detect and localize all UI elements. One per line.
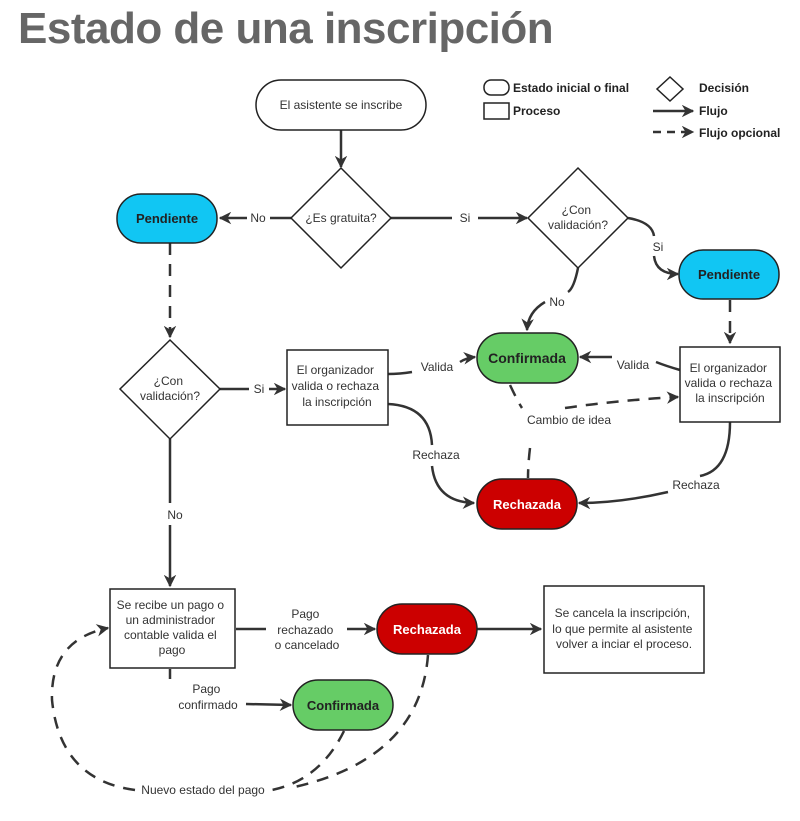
node-validation-top-decision: ¿Con validación? [526,166,630,270]
edge-valida-right-line [655,360,681,372]
node-confirmed-bottom-label: Confirmada [307,698,380,713]
legend-decision-label: Decisión [699,81,749,95]
edge-rechaza-left-b [430,465,476,509]
node-start-label: El asistente se inscribe [280,98,403,112]
node-is-free-label: ¿Es gratuita? [305,211,377,225]
node-organizer-right: El organizador valida o rechaza la inscr… [679,346,781,423]
legend-process-shape [483,102,510,120]
node-start: El asistente se inscribe [255,79,427,131]
label-valida-right: Valida [617,358,650,372]
node-pending-right-label: Pendiente [698,267,760,282]
legend: Estado inicial o final Proceso Decisión … [483,75,780,140]
label-no-free: No [250,211,266,225]
node-organizer-left-label: El organizador valida o rechaza la inscr… [292,363,383,409]
edge-nuevo-estado-from-rechazada [289,654,430,790]
legend-terminal-shape [483,79,510,96]
node-validation-top-label: ¿Con validación? [548,203,608,232]
node-is-free-decision: ¿Es gratuita? [289,166,393,270]
label-yes-free: Si [460,211,471,225]
legend-decision-shape [655,75,685,103]
label-rechaza-right: Rechaza [672,478,720,492]
edge-pago-confirmado-arrow [245,698,293,711]
node-cancel-label: Se cancela la inscripción, lo que permit… [552,606,695,651]
label-yes-validation-left: Si [254,382,265,396]
node-organizer-left: El organizador valida o rechaza la inscr… [286,349,389,426]
node-pending-left-label: Pendiente [136,211,198,226]
edge-yes-validation-top-a [627,216,656,237]
edge-valida-left-a [387,370,413,376]
node-confirmed-top: Confirmada [476,332,579,384]
edges [50,130,737,792]
node-pending-right: Pendiente [678,249,780,300]
edge-cambio-idea-c [564,391,680,410]
label-cambio-idea: Cambio de idea [527,413,611,427]
legend-optional-flow-label: Flujo opcional [699,126,780,140]
edge-nuevo-estado-to-payment [50,624,136,792]
page-title: Estado de una inscripción [18,4,554,53]
edge-yes-validation-top-b [652,255,680,281]
node-payment-label: Se recibe un pago o un administrador con… [117,598,228,657]
label-pago-confirmado: Pago confirmado [178,682,238,712]
edge-cambio-idea-b [526,447,532,479]
node-rejected-bottom-label: Rechazada [393,622,462,637]
legend-flow-label: Flujo [699,104,728,118]
edge-rechaza-left-a [387,402,434,446]
label-no-validation-top: No [549,295,565,309]
edge-rechaza-right-a [699,421,732,478]
node-confirmed-top-label: Confirmada [488,350,566,366]
label-no-validation-left: No [167,508,183,522]
label-valida-left: Valida [421,360,454,374]
label-nuevo-estado: Nuevo estado del pago [141,783,265,797]
label-pago-rechazado: Pago rechazado o cancelado [275,607,340,652]
node-validation-left-decision: ¿Con validación? [118,338,222,441]
legend-terminal-label: Estado inicial o final [513,81,629,95]
legend-process-label: Proceso [513,104,560,118]
edge-valida-left-b [459,352,477,365]
edge-nuevo-estado-from-confirmada [271,730,346,792]
node-organizer-right-label: El organizador valida o rechaza la inscr… [685,361,776,405]
label-yes-validation-top: Si [653,240,664,254]
node-rejected-mid-label: Rechazada [493,497,562,512]
edge-labels: No Si Si No Si No Valida Valida Rechaza … [141,211,720,797]
node-cancel: Se cancela la inscripción, lo que permit… [543,585,705,674]
edge-cambio-idea-a [508,384,524,409]
node-rejected-mid: Rechazada [476,478,578,530]
edge-no-validation-top-a [567,267,580,294]
node-payment: Se recibe un pago o un administrador con… [109,588,236,669]
edge-no-validation-top-b [521,300,546,332]
node-confirmed-bottom: Confirmada [292,679,394,731]
edge-rechaza-right-b [577,490,669,510]
node-validation-left-label: ¿Con validación? [140,374,200,403]
node-rejected-bottom: Rechazada [376,603,478,655]
node-pending-left: Pendiente [116,193,218,244]
label-rechaza-left: Rechaza [412,448,460,462]
